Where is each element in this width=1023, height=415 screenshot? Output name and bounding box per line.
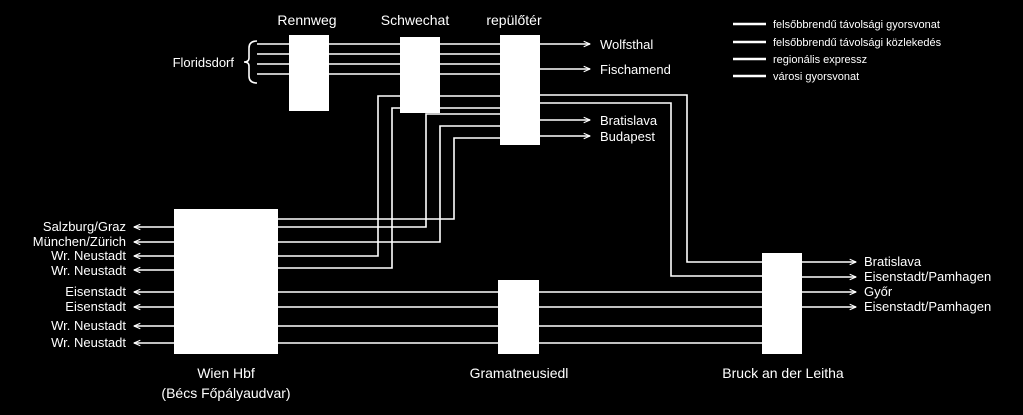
floridsdorf-tracks bbox=[243, 40, 500, 84]
airport-bruck-connectors bbox=[540, 94, 762, 277]
station-label-wien-hbf-sub: (Bécs Főpályaudvar) bbox=[161, 385, 290, 401]
station-label-floridsdorf: Floridsdorf bbox=[173, 55, 235, 70]
dest-wr-neustadt-3: Wr. Neustadt bbox=[51, 318, 126, 333]
dest-wr-neustadt-4: Wr. Neustadt bbox=[51, 335, 126, 350]
dest-wr-neustadt-2: Wr. Neustadt bbox=[51, 263, 126, 278]
hbf-left-arrows bbox=[134, 227, 174, 270]
station-box-rennweg bbox=[289, 35, 329, 111]
dest-salzburg-graz: Salzburg/Graz bbox=[43, 219, 126, 234]
station-label-schwechat: Schwechat bbox=[381, 12, 450, 28]
bruck-right-arrows bbox=[802, 262, 856, 307]
dest-wolfsthal: Wolfsthal bbox=[600, 37, 653, 52]
dest-fischamend: Fischamend bbox=[600, 62, 671, 77]
station-box-wien-hbf bbox=[174, 209, 278, 354]
dest-eisenstadt-pamhagen-1: Eisenstadt/Pamhagen bbox=[864, 269, 991, 284]
station-box-repuloter bbox=[500, 35, 540, 145]
dest-muenchen-zuerich: München/Zürich bbox=[33, 234, 126, 249]
dest-budapest: Budapest bbox=[600, 129, 655, 144]
station-label-gramatneusiedl: Gramatneusiedl bbox=[470, 365, 569, 381]
station-label-rennweg: Rennweg bbox=[277, 12, 336, 28]
station-box-gramatneusiedl bbox=[498, 280, 539, 354]
station-label-wien-hbf: Wien Hbf bbox=[197, 365, 255, 381]
hbf-airport-connectors bbox=[278, 95, 500, 269]
dest-bratislava-bruck: Bratislava bbox=[864, 254, 922, 269]
station-box-schwechat bbox=[400, 37, 440, 113]
dest-bratislava-airport: Bratislava bbox=[600, 113, 658, 128]
station-label-bruck: Bruck an der Leitha bbox=[722, 365, 844, 381]
legend: felsőbbrendű távolsági gyorsvonat felsőb… bbox=[733, 19, 942, 83]
dest-gyor: Győr bbox=[864, 284, 893, 299]
station-box-bruck bbox=[762, 253, 802, 354]
legend-label-1: felsőbbrendű távolsági gyorsvonat bbox=[773, 19, 940, 31]
legend-label-3: regionális expressz bbox=[773, 54, 867, 66]
station-label-repuloter: repülőtér bbox=[486, 12, 542, 28]
dest-eisenstadt-pamhagen-2: Eisenstadt/Pamhagen bbox=[864, 299, 991, 314]
dest-eisenstadt-1: Eisenstadt bbox=[65, 284, 126, 299]
dest-eisenstadt-2: Eisenstadt bbox=[65, 299, 126, 314]
legend-label-2: felsőbbrendű távolsági közlekedés bbox=[773, 37, 942, 49]
dest-wr-neustadt-1: Wr. Neustadt bbox=[51, 248, 126, 263]
legend-label-4: városi gyorsvonat bbox=[773, 71, 859, 83]
